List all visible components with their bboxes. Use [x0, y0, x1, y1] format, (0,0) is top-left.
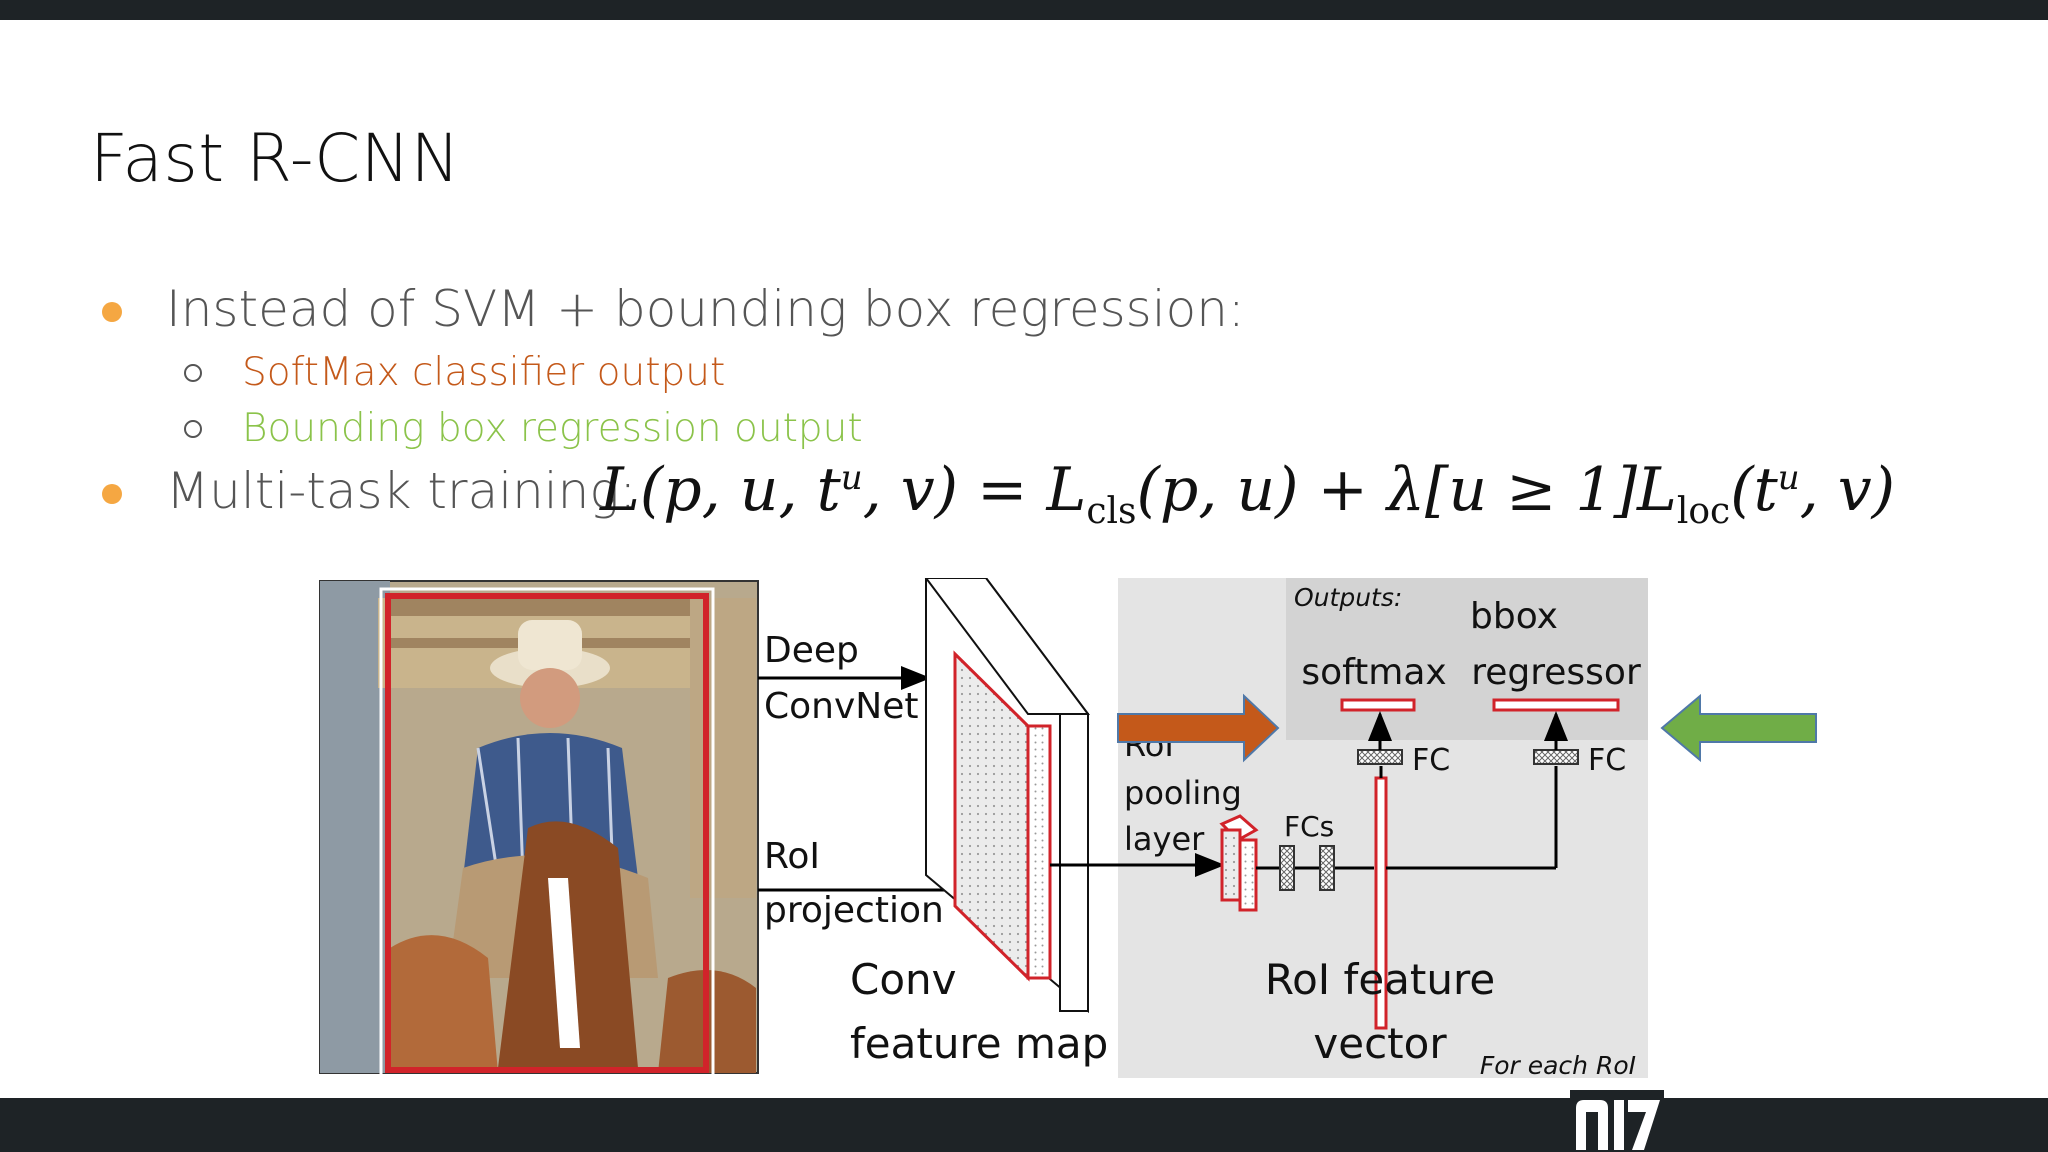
- orange-arrow: [1117, 693, 1280, 763]
- label-bbox: bbox: [1470, 596, 1558, 637]
- label-fc-2: FC: [1588, 743, 1626, 778]
- label-regressor: regressor: [1471, 652, 1641, 693]
- input-image: [319, 580, 759, 1078]
- bullet-dot-2: [102, 484, 122, 504]
- bbox-output-vector: [1492, 698, 1620, 712]
- softmax-output-vector: [1340, 698, 1416, 712]
- label-deep: Deep: [764, 630, 859, 671]
- subbullet-softmax: SoftMax classifier output: [242, 350, 726, 395]
- label-vector: vector: [1313, 1019, 1447, 1068]
- label-roi-feature: RoI feature: [1265, 955, 1495, 1004]
- fcs-layer-2: [1319, 845, 1335, 891]
- top-bar: [0, 0, 2048, 20]
- conv-feature-map: [924, 578, 1090, 1014]
- eq-cls: cls: [1086, 491, 1137, 532]
- label-fc-1: FC: [1412, 743, 1450, 778]
- fc-bbox: [1533, 749, 1579, 765]
- subbullet-circle-1: [184, 364, 202, 382]
- eq-lhs: L(p, u, t: [600, 455, 841, 525]
- bullet-dot-1: [102, 302, 122, 322]
- eq-lhs-sup: u: [840, 458, 863, 498]
- eq-mid: (p, u) + λ[u ≥ 1]L: [1136, 455, 1677, 525]
- eq-rhs-sup: u: [1777, 458, 1800, 498]
- slide-title: Fast R-CNN: [90, 120, 461, 197]
- label-projection: projection: [764, 890, 944, 931]
- subbullet-bbox: Bounding box regression output: [242, 406, 863, 451]
- institution-logo: [1570, 1090, 1664, 1152]
- label-fcs: FCs: [1284, 810, 1334, 843]
- eq-rhs: (t: [1730, 455, 1778, 525]
- label-outputs: Outputs:: [1294, 583, 1402, 612]
- subbullet-circle-2: [184, 420, 202, 438]
- label-convnet: ConvNet: [764, 686, 918, 727]
- outputs-panel: [1286, 578, 1648, 740]
- label-softmax: softmax: [1301, 652, 1446, 693]
- label-feature-map: feature map: [850, 1019, 1108, 1068]
- green-arrow: [1660, 693, 1817, 763]
- label-roi: RoI: [764, 836, 820, 877]
- fast-rcnn-diagram: Deep ConvNet RoI projection Conv feature…: [319, 578, 1817, 1078]
- eq-rhs-end: , v): [1799, 455, 1896, 525]
- bottom-bar: [0, 1098, 2048, 1152]
- bullet-2: Multi-task training:: [166, 462, 637, 520]
- eq-loc: loc: [1676, 491, 1731, 532]
- roi-pooling-block: [1219, 814, 1259, 912]
- fc-softmax: [1357, 749, 1403, 765]
- label-roi-pool-2: pooling: [1124, 774, 1242, 812]
- label-roi-pool-3: layer: [1124, 820, 1205, 858]
- label-conv: Conv: [850, 955, 957, 1004]
- bullet-1: Instead of SVM + bounding box regression…: [166, 280, 1245, 338]
- eq-lhs-end: , v) = L: [862, 455, 1087, 525]
- fcs-layer-1: [1279, 845, 1295, 891]
- label-for-each-roi: For each RoI: [1480, 1051, 1636, 1078]
- loss-equation: L(p, u, tu, v) = Lcls(p, u) + λ[u ≥ 1]Ll…: [600, 455, 1895, 532]
